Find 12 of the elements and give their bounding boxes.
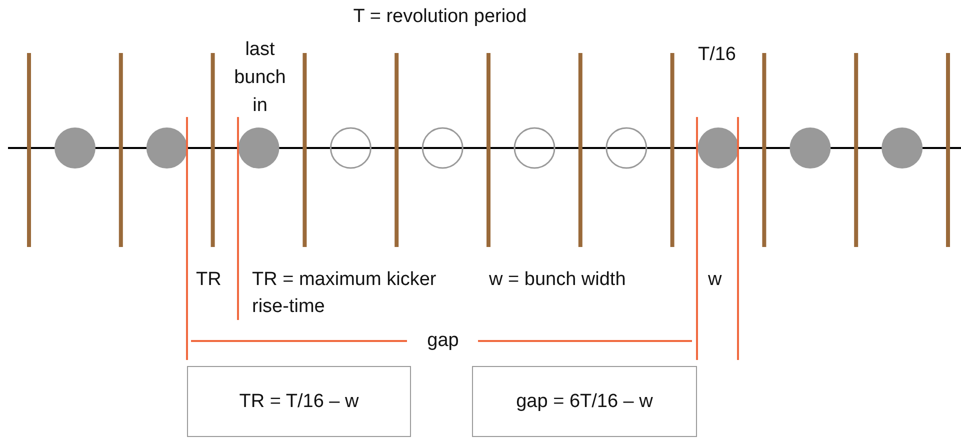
formula-text: gap = 6T/16 – w <box>516 390 653 412</box>
formula-box <box>472 366 697 437</box>
title: T = revolution period <box>352 5 528 29</box>
formula-box <box>187 366 411 437</box>
dimension-label: TR <box>196 268 222 292</box>
formula-text: TR = T/16 – w <box>239 390 359 412</box>
definition-text: TR = maximum kicker rise-time <box>252 268 438 319</box>
annotation: last bunch in <box>233 38 287 118</box>
dimension-label: gap <box>426 329 460 353</box>
dimension-label: w <box>708 268 723 292</box>
definition-text: w = bunch width <box>489 268 627 292</box>
annotation: T/16 <box>696 43 738 67</box>
